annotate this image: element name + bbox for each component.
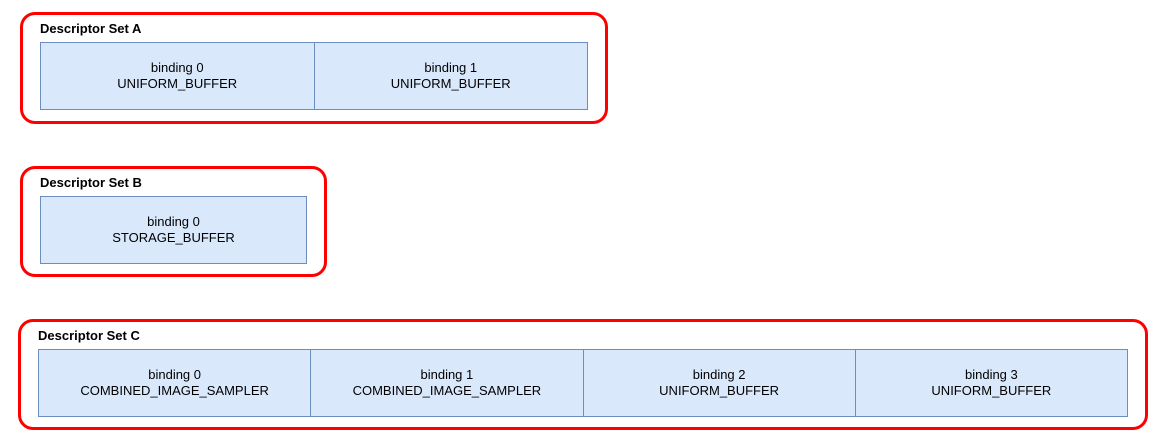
binding-type-label: COMBINED_IMAGE_SAMPLER	[80, 383, 269, 398]
binding-type-label: COMBINED_IMAGE_SAMPLER	[352, 383, 542, 398]
binding-cell-c0: binding 0 COMBINED_IMAGE_SAMPLER	[38, 349, 312, 417]
descriptor-set-c-bindings-row: binding 0 COMBINED_IMAGE_SAMPLER binding…	[38, 349, 1128, 417]
binding-index-label: binding 1	[424, 60, 478, 75]
descriptor-set-b: Descriptor Set B binding 0 STORAGE_BUFFE…	[20, 166, 327, 277]
binding-type-label: UNIFORM_BUFFER	[659, 383, 780, 398]
binding-cell-c1: binding 1 COMBINED_IMAGE_SAMPLER	[310, 349, 584, 417]
binding-cell-c2: binding 2 UNIFORM_BUFFER	[582, 349, 856, 417]
descriptor-set-c: Descriptor Set C binding 0 COMBINED_IMAG…	[18, 319, 1148, 430]
binding-index-label: binding 3	[964, 367, 1018, 382]
binding-type-label: UNIFORM_BUFFER	[931, 383, 1052, 398]
descriptor-set-a-bindings-row: binding 0 UNIFORM_BUFFER binding 1 UNIFO…	[40, 42, 588, 110]
binding-cell-a1: binding 1 UNIFORM_BUFFER	[313, 42, 588, 110]
descriptor-set-b-bindings-row: binding 0 STORAGE_BUFFER	[40, 196, 307, 264]
binding-index-label: binding 0	[148, 367, 202, 382]
binding-index-label: binding 0	[150, 60, 204, 75]
binding-index-label: binding 0	[147, 214, 200, 229]
binding-type-label: UNIFORM_BUFFER	[390, 76, 511, 91]
binding-cell-c3: binding 3 UNIFORM_BUFFER	[854, 349, 1128, 417]
binding-index-label: binding 1	[420, 367, 474, 382]
descriptor-set-a-title: Descriptor Set A	[40, 21, 142, 36]
descriptor-set-a: Descriptor Set A binding 0 UNIFORM_BUFFE…	[20, 12, 608, 124]
binding-type-label: STORAGE_BUFFER	[112, 230, 235, 245]
binding-type-label: UNIFORM_BUFFER	[117, 76, 238, 91]
binding-index-label: binding 2	[692, 367, 746, 382]
descriptor-set-b-title: Descriptor Set B	[40, 175, 142, 190]
descriptor-set-c-title: Descriptor Set C	[38, 328, 140, 343]
binding-cell-b0: binding 0 STORAGE_BUFFER	[40, 196, 307, 264]
binding-cell-a0: binding 0 UNIFORM_BUFFER	[40, 42, 315, 110]
